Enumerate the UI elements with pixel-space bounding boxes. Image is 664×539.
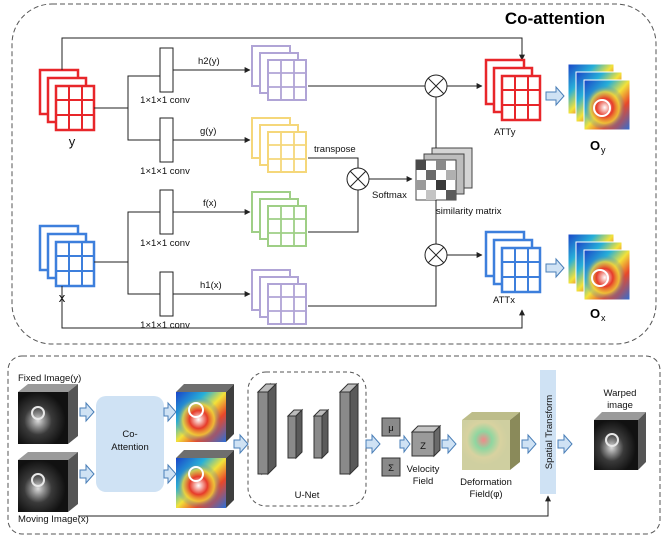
- spatial-transform-block: [540, 370, 556, 494]
- input-x-stack: [38, 224, 96, 288]
- f-feature-stack: [251, 191, 307, 247]
- moving-image: [18, 452, 78, 512]
- co-attention-line2: Attention: [111, 442, 149, 453]
- registration-panel: [7, 355, 661, 535]
- conv-h2: [159, 47, 174, 93]
- panel-title: Co-attention: [505, 9, 605, 28]
- atty-stack: [484, 58, 542, 122]
- warped-image: [594, 412, 646, 470]
- mu-label: μ: [388, 423, 393, 434]
- h1-label: h1(x): [200, 280, 222, 291]
- g-label: g(y): [200, 126, 216, 137]
- conv-f-label: 1×1×1 conv: [140, 238, 190, 249]
- conv-h2-label: 1×1×1 conv: [140, 95, 190, 106]
- z-label: Z: [420, 441, 426, 452]
- h2-label: h2(y): [198, 56, 220, 67]
- fixed-image: [18, 384, 78, 444]
- attx-label: ATTx: [493, 295, 515, 306]
- deformation-line2: Field(φ): [469, 489, 502, 500]
- coattn-output-y: [176, 384, 234, 442]
- mu-block: [381, 417, 401, 437]
- unet-layers: [256, 382, 360, 476]
- warped-line1: Warped: [604, 388, 637, 399]
- conv-f: [159, 189, 174, 235]
- attx-stack: [484, 230, 542, 294]
- deformation-line1: Deformation: [460, 477, 512, 488]
- similarity-matrix: [415, 147, 473, 201]
- arrow-to-oy: [545, 85, 565, 107]
- atty-label: ATTy: [494, 127, 516, 138]
- g-feature-stack: [251, 117, 307, 173]
- ox-subscript: x: [601, 313, 606, 323]
- velocity-line1: Velocity: [407, 464, 440, 475]
- co-attention-panel: [11, 3, 657, 345]
- coattn-output-x: [176, 450, 234, 508]
- conv-g: [159, 117, 174, 163]
- multiply-node-center: [346, 167, 370, 191]
- multiply-node-top: [424, 74, 448, 98]
- z-block: [410, 424, 442, 458]
- unet-label: U-Net: [295, 490, 320, 501]
- conv-h1: [159, 271, 174, 317]
- f-label: f(x): [203, 198, 217, 209]
- arrow-to-ox: [545, 257, 565, 279]
- oy-subscript: y: [601, 145, 606, 155]
- oy-label: O: [590, 138, 600, 153]
- sigma-label: Σ: [388, 463, 394, 474]
- sigma-block: [381, 457, 401, 477]
- warped-line2: image: [607, 400, 633, 411]
- multiply-node-bottom: [424, 243, 448, 267]
- ox-label: O: [590, 306, 600, 321]
- velocity-line2: Field: [413, 476, 434, 487]
- oy-feature-image: [567, 63, 631, 131]
- softmax-label: Softmax: [372, 190, 407, 201]
- input-y-label: y: [69, 134, 76, 149]
- similarity-label: similarity matrix: [436, 206, 502, 217]
- h2-feature-stack: [251, 45, 307, 101]
- transpose-label: transpose: [314, 144, 356, 155]
- unet-block: [247, 371, 367, 507]
- fixed-image-label: Fixed Image(y): [18, 373, 81, 384]
- input-y-stack: [38, 68, 96, 132]
- moving-image-label: Moving Image(x): [18, 514, 89, 525]
- co-attention-block: [96, 396, 164, 492]
- co-attention-line1: Co-: [122, 429, 137, 440]
- conv-h1-label: 1×1×1 conv: [140, 320, 190, 331]
- h1-feature-stack: [251, 269, 307, 325]
- ox-feature-image: [567, 233, 631, 301]
- spatial-transform-label: Spatial Transform: [544, 395, 555, 470]
- conv-g-label: 1×1×1 conv: [140, 166, 190, 177]
- deformation-field: [462, 412, 520, 470]
